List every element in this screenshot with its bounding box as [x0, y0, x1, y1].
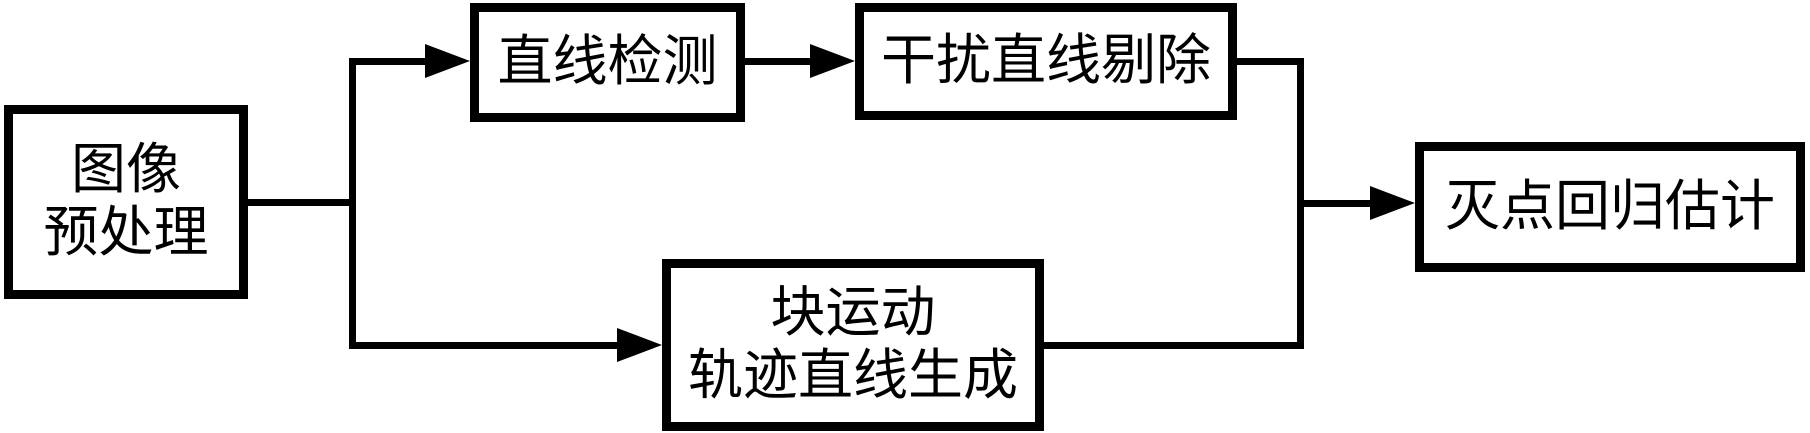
connector-detect-to-removal: [745, 58, 812, 65]
arrowhead-into-block-motion: [617, 328, 662, 362]
node-label-line: 干扰直线剔除: [880, 30, 1211, 92]
arrowhead-into-line-detection: [425, 44, 470, 78]
connector-bottom-branch: [349, 342, 619, 349]
node-line-detection: 直线检测: [470, 3, 745, 122]
node-interference-line-removal: 干扰直线剔除: [855, 3, 1237, 120]
node-vanishing-point-regression-estimation: 灭点回归估计: [1415, 142, 1805, 272]
node-block-motion-trajectory-line-generation: 块运动 轨迹直线生成: [662, 259, 1044, 431]
node-image-preprocessing: 图像 预处理: [4, 105, 248, 299]
arrowhead-into-interference-removal: [810, 44, 855, 78]
connector-removal-elbow: [1237, 58, 1304, 65]
connector-branch-vertical: [349, 58, 356, 349]
node-label-line: 灭点回归估计: [1444, 175, 1775, 237]
connector-blockmotion-to-merge: [1044, 342, 1304, 349]
node-label-line: 轨迹直线生成: [687, 345, 1018, 406]
connector-preprocess-out: [248, 199, 352, 206]
node-label-line: 块运动: [770, 282, 936, 344]
arrowhead-into-vanishing-point: [1370, 186, 1415, 220]
node-label-line: 预处理: [43, 202, 209, 263]
connector-to-vanishing-point: [1297, 200, 1372, 207]
node-label-line: 直线检测: [497, 31, 718, 93]
node-label-line: 图像: [70, 139, 181, 201]
connector-top-branch: [349, 58, 427, 65]
